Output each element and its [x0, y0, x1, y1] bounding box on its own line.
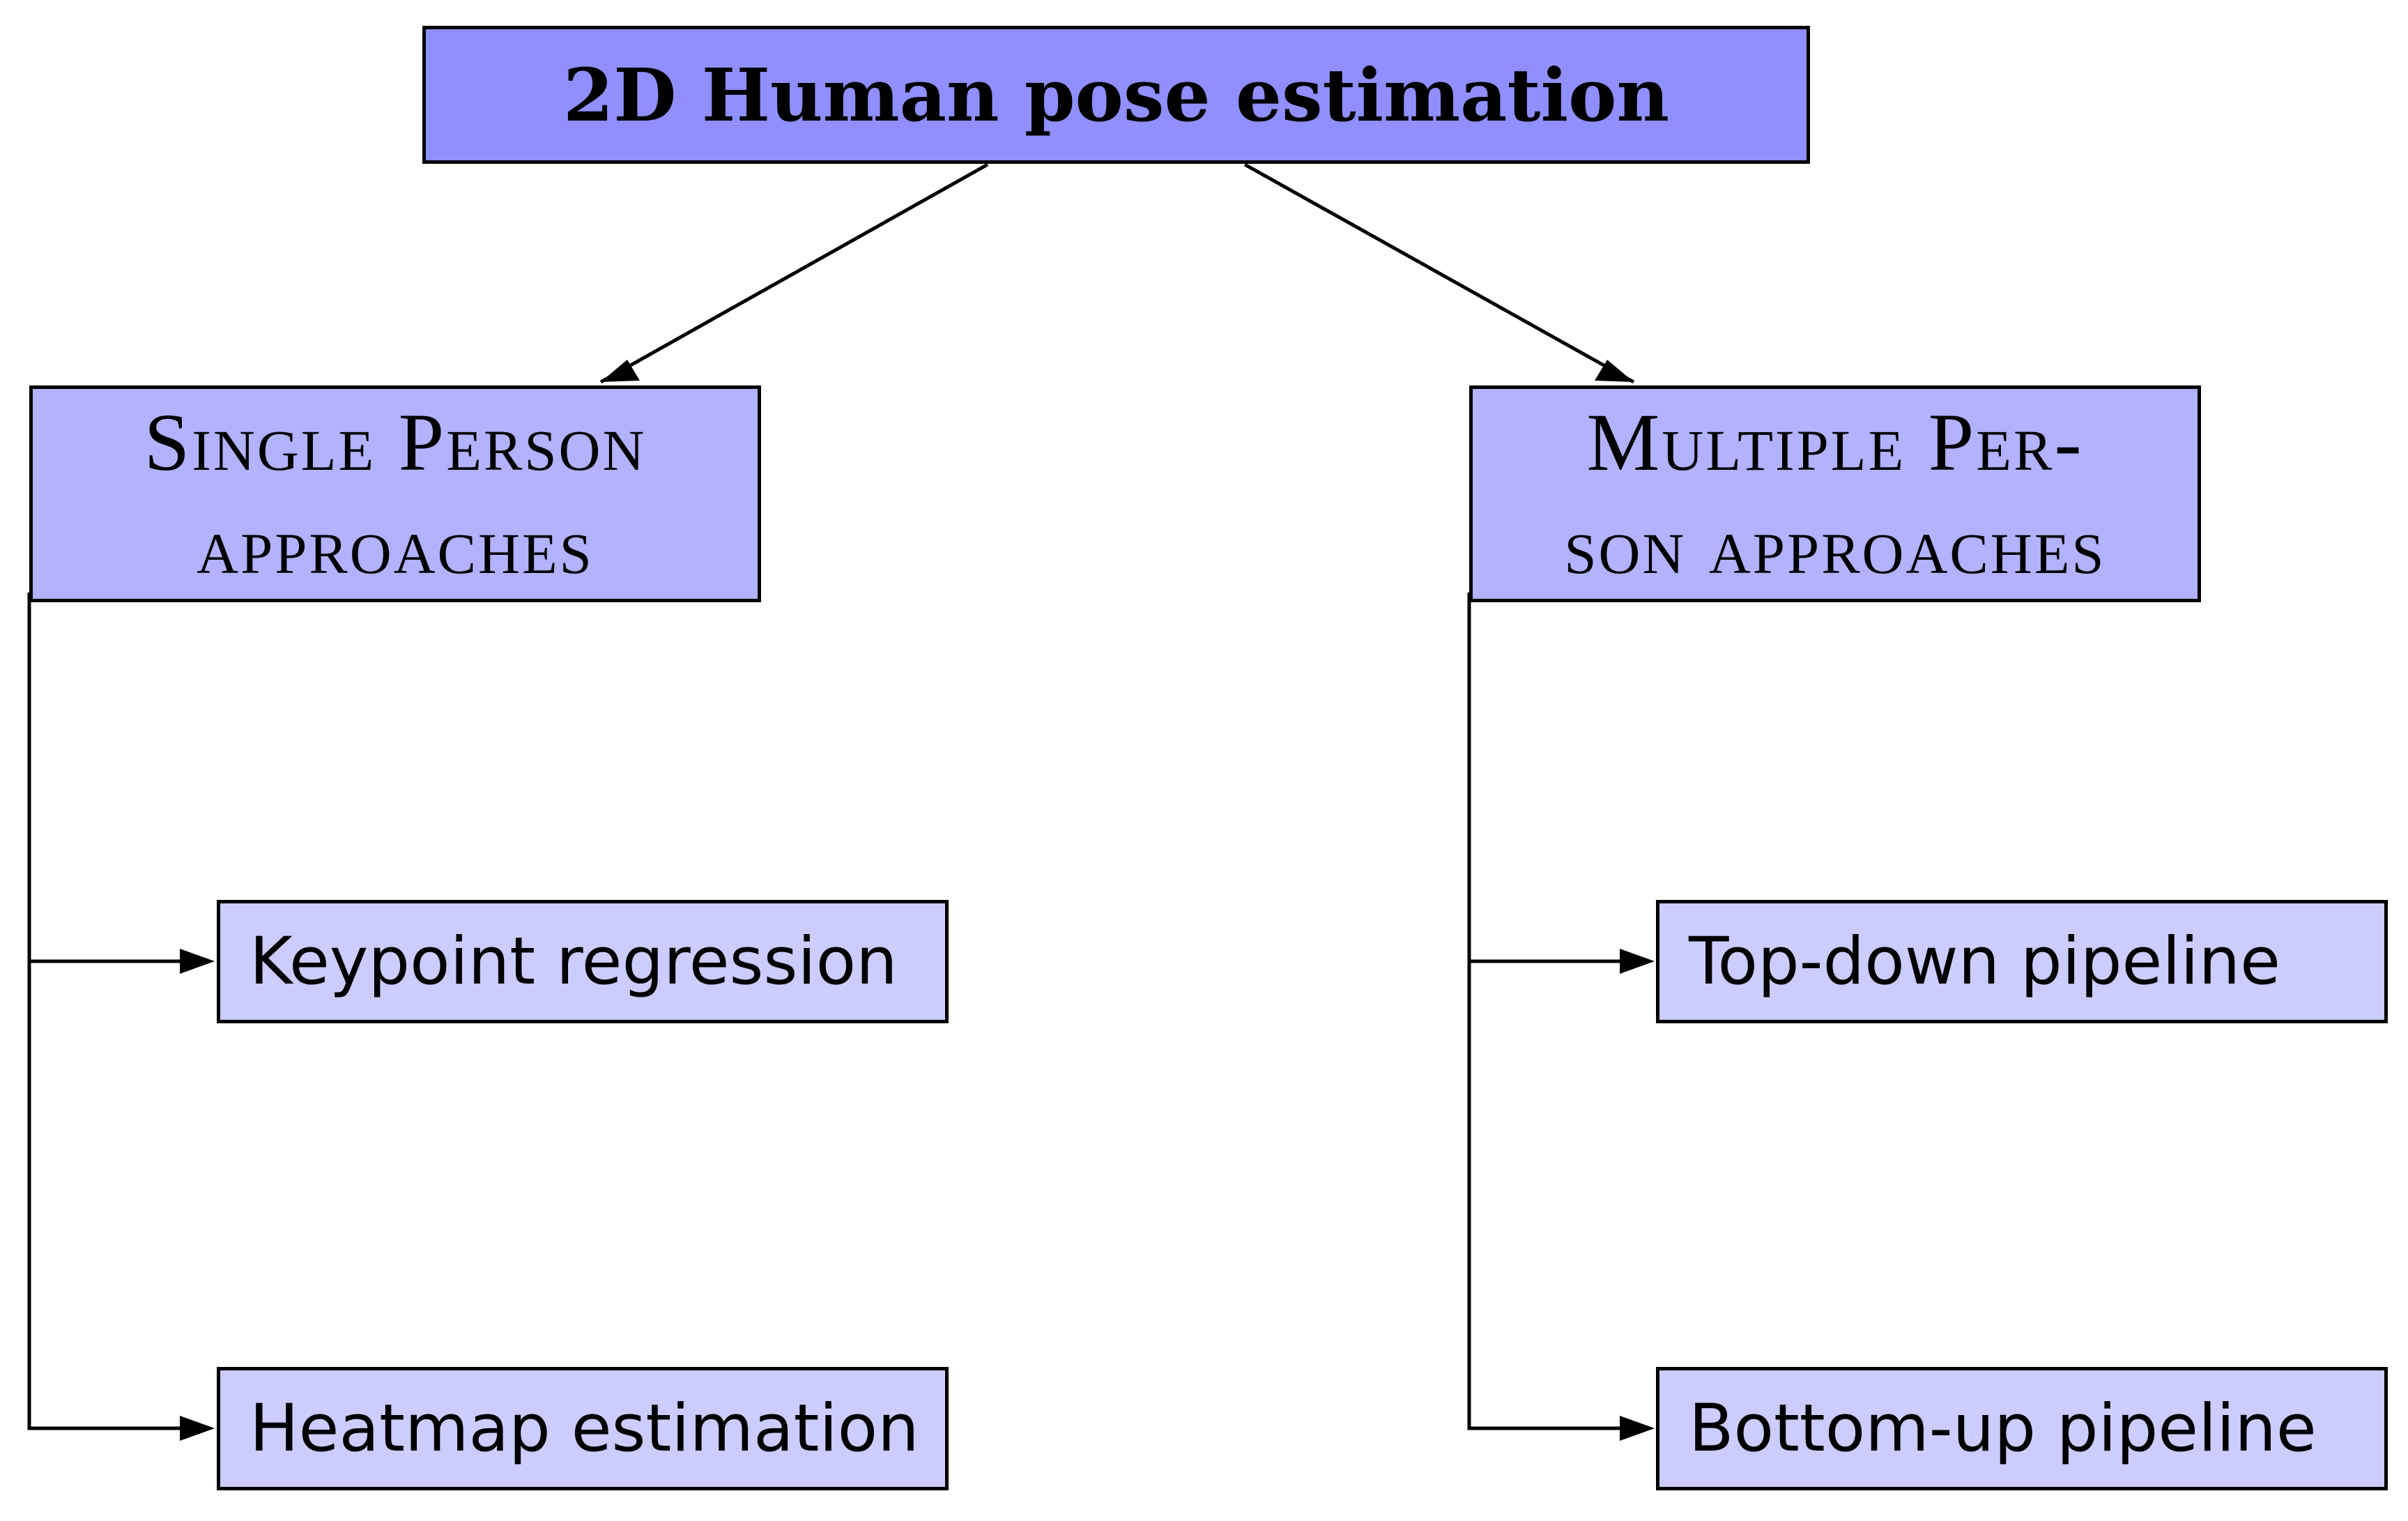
- category-single-line1: Single Person: [144, 396, 647, 488]
- edge-root-to-multiple: [1243, 162, 1635, 384]
- category-single-line2: approaches: [197, 499, 594, 591]
- arrowhead-bottomup: [1620, 1416, 1655, 1441]
- leaf-node-keypoint-regression: Keypoint regression: [217, 900, 949, 1023]
- leaf-keypoint-label: Keypoint regression: [250, 924, 898, 1000]
- category-node-single-person: Single Person approaches: [29, 385, 761, 602]
- edge-root-to-single: [599, 162, 989, 384]
- arrowhead-topdown: [1620, 949, 1655, 974]
- leaf-node-top-down-pipeline: Top-down pipeline: [1656, 900, 2388, 1023]
- leaf-heatmap-label: Heatmap estimation: [250, 1391, 919, 1467]
- category-multiple-line2: son approaches: [1564, 499, 2106, 591]
- leaf-node-heatmap-estimation: Heatmap estimation: [217, 1367, 949, 1490]
- root-node-label: 2D Human pose estimation: [562, 52, 1670, 138]
- edge-multiple-bracket: [1467, 593, 1649, 1430]
- leaf-topdown-label: Top-down pipeline: [1689, 924, 2280, 1000]
- arrowhead-multiple: [1595, 360, 1634, 382]
- category-node-multiple-person: Multiple Per- son approaches: [1469, 385, 2201, 602]
- edge-single-bracket: [27, 593, 209, 1430]
- arrowhead-heatmap: [180, 1416, 215, 1441]
- leaf-node-bottom-up-pipeline: Bottom-up pipeline: [1656, 1367, 2388, 1490]
- leaf-bottomup-label: Bottom-up pipeline: [1689, 1391, 2317, 1467]
- arrowhead-single: [601, 360, 640, 382]
- arrowhead-keypoint: [180, 949, 215, 974]
- root-node: 2D Human pose estimation: [422, 26, 1810, 164]
- category-multiple-line1: Multiple Per-: [1586, 396, 2084, 488]
